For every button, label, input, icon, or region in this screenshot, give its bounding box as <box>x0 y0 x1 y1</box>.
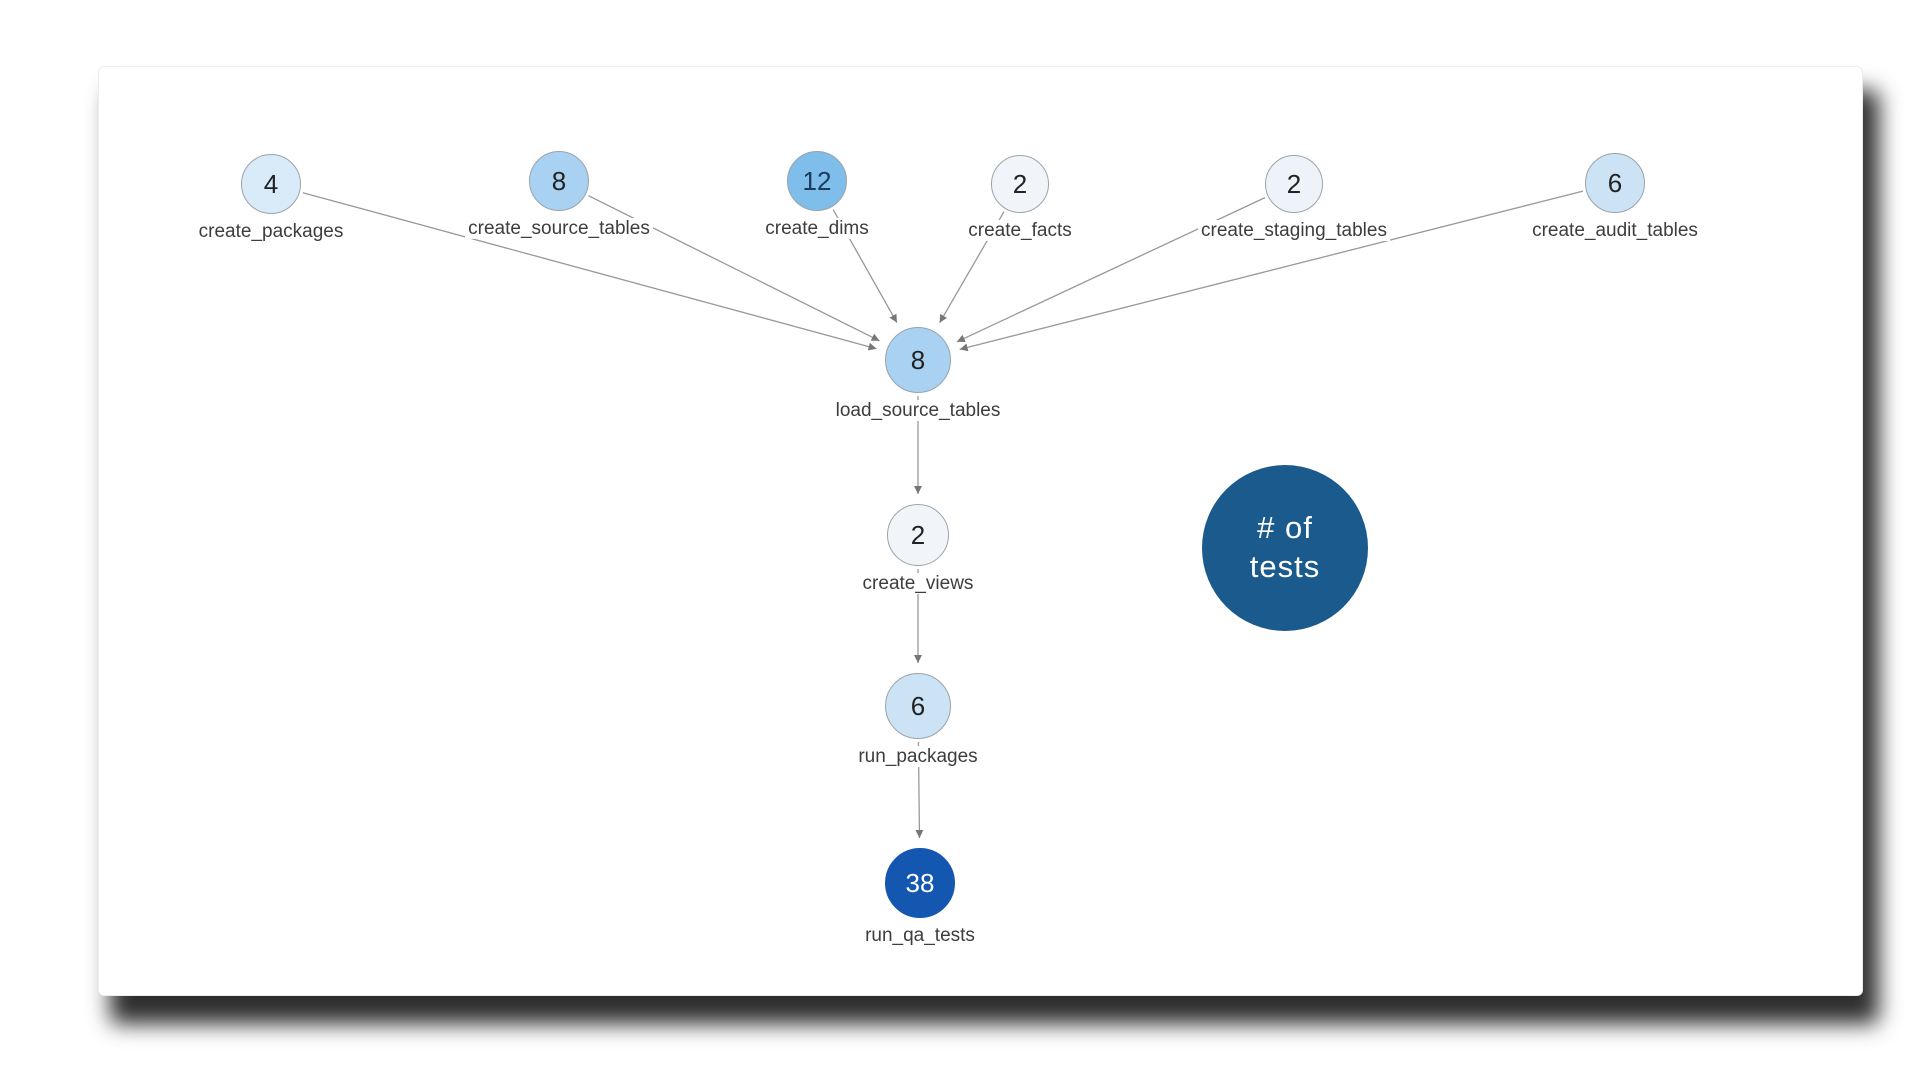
edge-run_packages-to-run_qa_tests <box>915 741 924 839</box>
node-create_facts: 2 <box>991 155 1049 213</box>
node-run_packages: 6 <box>885 673 951 739</box>
node-count: 2 <box>1286 168 1302 199</box>
node-count: 8 <box>910 344 926 375</box>
node-create_source_tables: 8 <box>529 151 589 211</box>
node-create_views: 2 <box>887 504 949 566</box>
node-create_dims: 12 <box>787 151 847 211</box>
legend-tests-count: # of tests <box>1202 465 1368 631</box>
node-count: 12 <box>802 165 832 196</box>
node-count: 4 <box>263 168 279 199</box>
node-create_audit_tables: 6 <box>1585 153 1645 213</box>
edge-create_dims-to-load_source_tables <box>832 209 898 323</box>
node-count: 6 <box>910 690 926 721</box>
node-count: 2 <box>1012 168 1028 199</box>
legend-text-line2: tests <box>1249 549 1321 584</box>
legend-text-line1: # of <box>1257 510 1313 546</box>
edge-create_facts-to-load_source_tables <box>939 211 1005 324</box>
edge-create_source_tables-to-load_source_tables <box>588 195 880 342</box>
node-run_qa_tests: 38 <box>885 848 955 918</box>
node-count: 8 <box>551 165 567 196</box>
node-count: 2 <box>910 519 926 550</box>
node-create_packages: 4 <box>241 154 301 214</box>
edge-create_staging_tables-to-load_source_tables <box>956 197 1266 343</box>
node-count: 38 <box>905 867 935 898</box>
node-load_source_tables: 8 <box>885 327 951 393</box>
node-count: 6 <box>1607 167 1623 198</box>
edge-create_audit_tables-to-load_source_tables <box>959 190 1584 352</box>
node-create_staging_tables: 2 <box>1265 155 1323 213</box>
edge-create_packages-to-load_source_tables <box>302 192 877 351</box>
